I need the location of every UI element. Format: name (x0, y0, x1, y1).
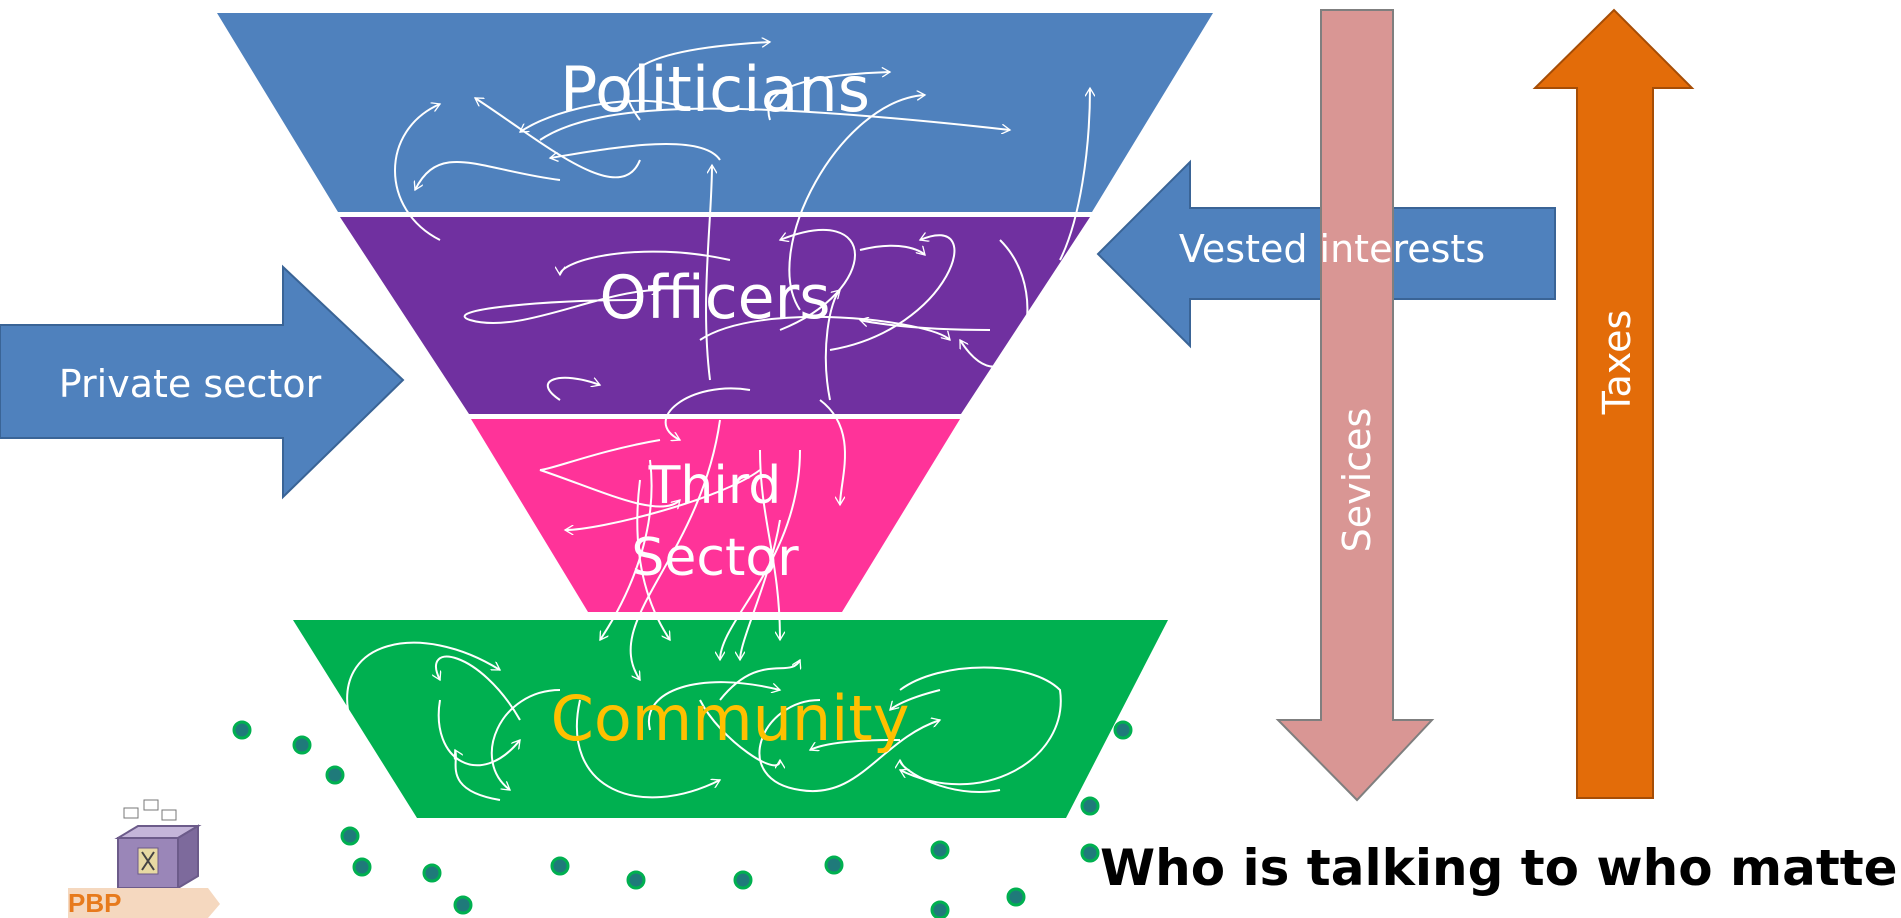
dot (733, 870, 753, 890)
dot (340, 826, 360, 846)
communication-lines (346, 42, 1090, 801)
dot (292, 735, 312, 755)
services-arrow (1275, 9, 1435, 802)
dot (824, 855, 844, 875)
officers-label: Officers (599, 263, 830, 333)
dot (626, 870, 646, 890)
taxes-arrow (1532, 8, 1695, 799)
dot (453, 895, 473, 915)
dot (422, 863, 442, 883)
third-sector-label-line2: Sector (631, 528, 799, 588)
dot (1080, 843, 1100, 863)
dot (1006, 887, 1026, 907)
community-label: Community (551, 682, 910, 755)
private-sector-label: Private sector (59, 362, 322, 406)
community-layer (293, 620, 1168, 818)
dot (1113, 720, 1133, 740)
vested-interests-label: Vested interests (1179, 227, 1485, 271)
private-sector-arrow (0, 264, 405, 500)
people-dots (232, 720, 1133, 918)
dot (352, 857, 372, 877)
dot (325, 765, 345, 785)
dot (1080, 796, 1100, 816)
dot (930, 840, 950, 860)
logo-icon (68, 799, 220, 918)
third-sector-layer (471, 419, 960, 612)
dot (232, 720, 252, 740)
third-sector-label-line1: Third (648, 456, 782, 516)
dot (930, 900, 950, 918)
dot (550, 856, 570, 876)
politicians-label: Politicians (560, 53, 870, 126)
caption: Who is talking to who matters (1100, 839, 1901, 897)
officers-layer (340, 217, 1090, 414)
taxes-label: Taxes (1595, 310, 1639, 416)
services-label: Sevices (1335, 408, 1379, 553)
logo-text: PBP (68, 888, 122, 918)
